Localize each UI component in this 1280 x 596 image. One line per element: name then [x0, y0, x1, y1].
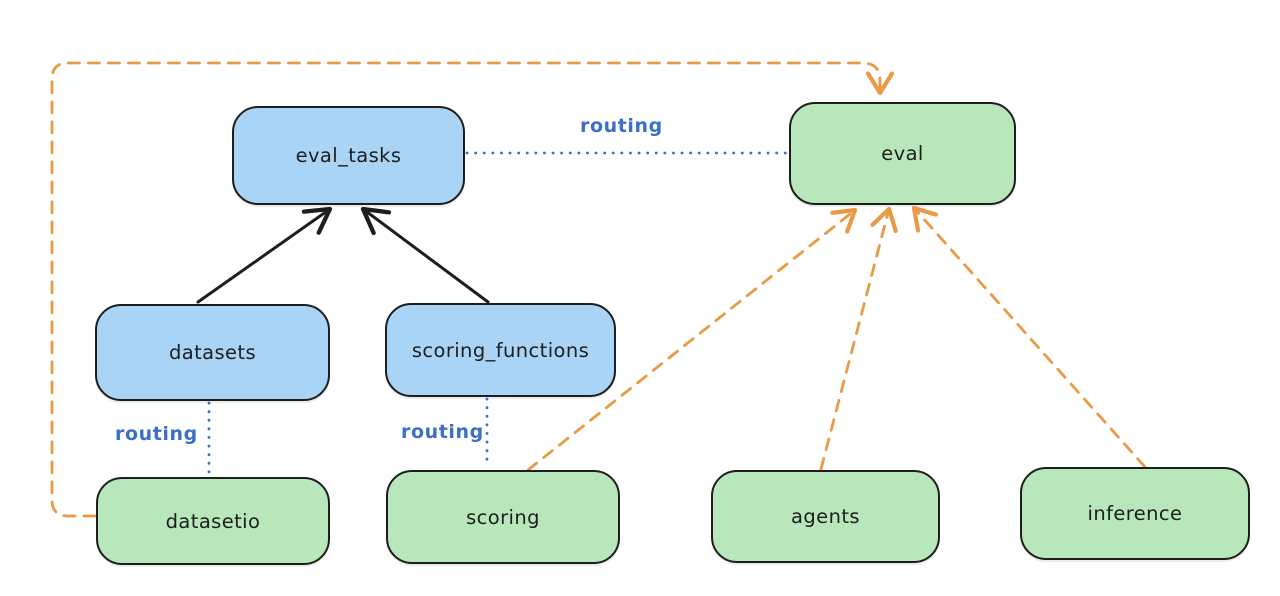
node-scoring-label: scoring: [466, 505, 540, 529]
edge-scoring-functions-to-eval-tasks: [360, 206, 490, 304]
edge-datasetio-to-eval: [50, 61, 895, 518]
node-scoring-functions-label: scoring_functions: [411, 338, 590, 362]
node-eval: eval: [789, 102, 1016, 205]
edge-datasets-to-eval-tasks: [196, 206, 333, 304]
node-agents: agents: [711, 470, 940, 563]
node-datasetio: datasetio: [96, 477, 330, 565]
edge-label-routing-left: routing: [115, 423, 198, 445]
node-scoring-functions: scoring_functions: [385, 303, 616, 397]
node-agents-label: agents: [791, 505, 860, 528]
node-eval-tasks-label: eval_tasks: [295, 144, 402, 167]
node-datasets: datasets: [95, 304, 330, 401]
node-inference: inference: [1020, 467, 1250, 560]
node-datasets-label: datasets: [168, 341, 257, 364]
node-inference-label: inference: [1087, 502, 1183, 525]
node-datasetio-label: datasetio: [165, 509, 261, 533]
edge-inference-to-eval: [911, 205, 1147, 469]
node-eval-tasks: eval_tasks: [232, 106, 465, 205]
node-eval-label: eval: [881, 142, 924, 165]
edge-label-routing-middle: routing: [401, 421, 484, 443]
edge-agents-to-eval: [819, 206, 898, 471]
edge-label-routing-top: routing: [580, 115, 663, 137]
node-scoring: scoring: [386, 470, 620, 564]
edge-scoring-to-eval: [526, 207, 858, 472]
